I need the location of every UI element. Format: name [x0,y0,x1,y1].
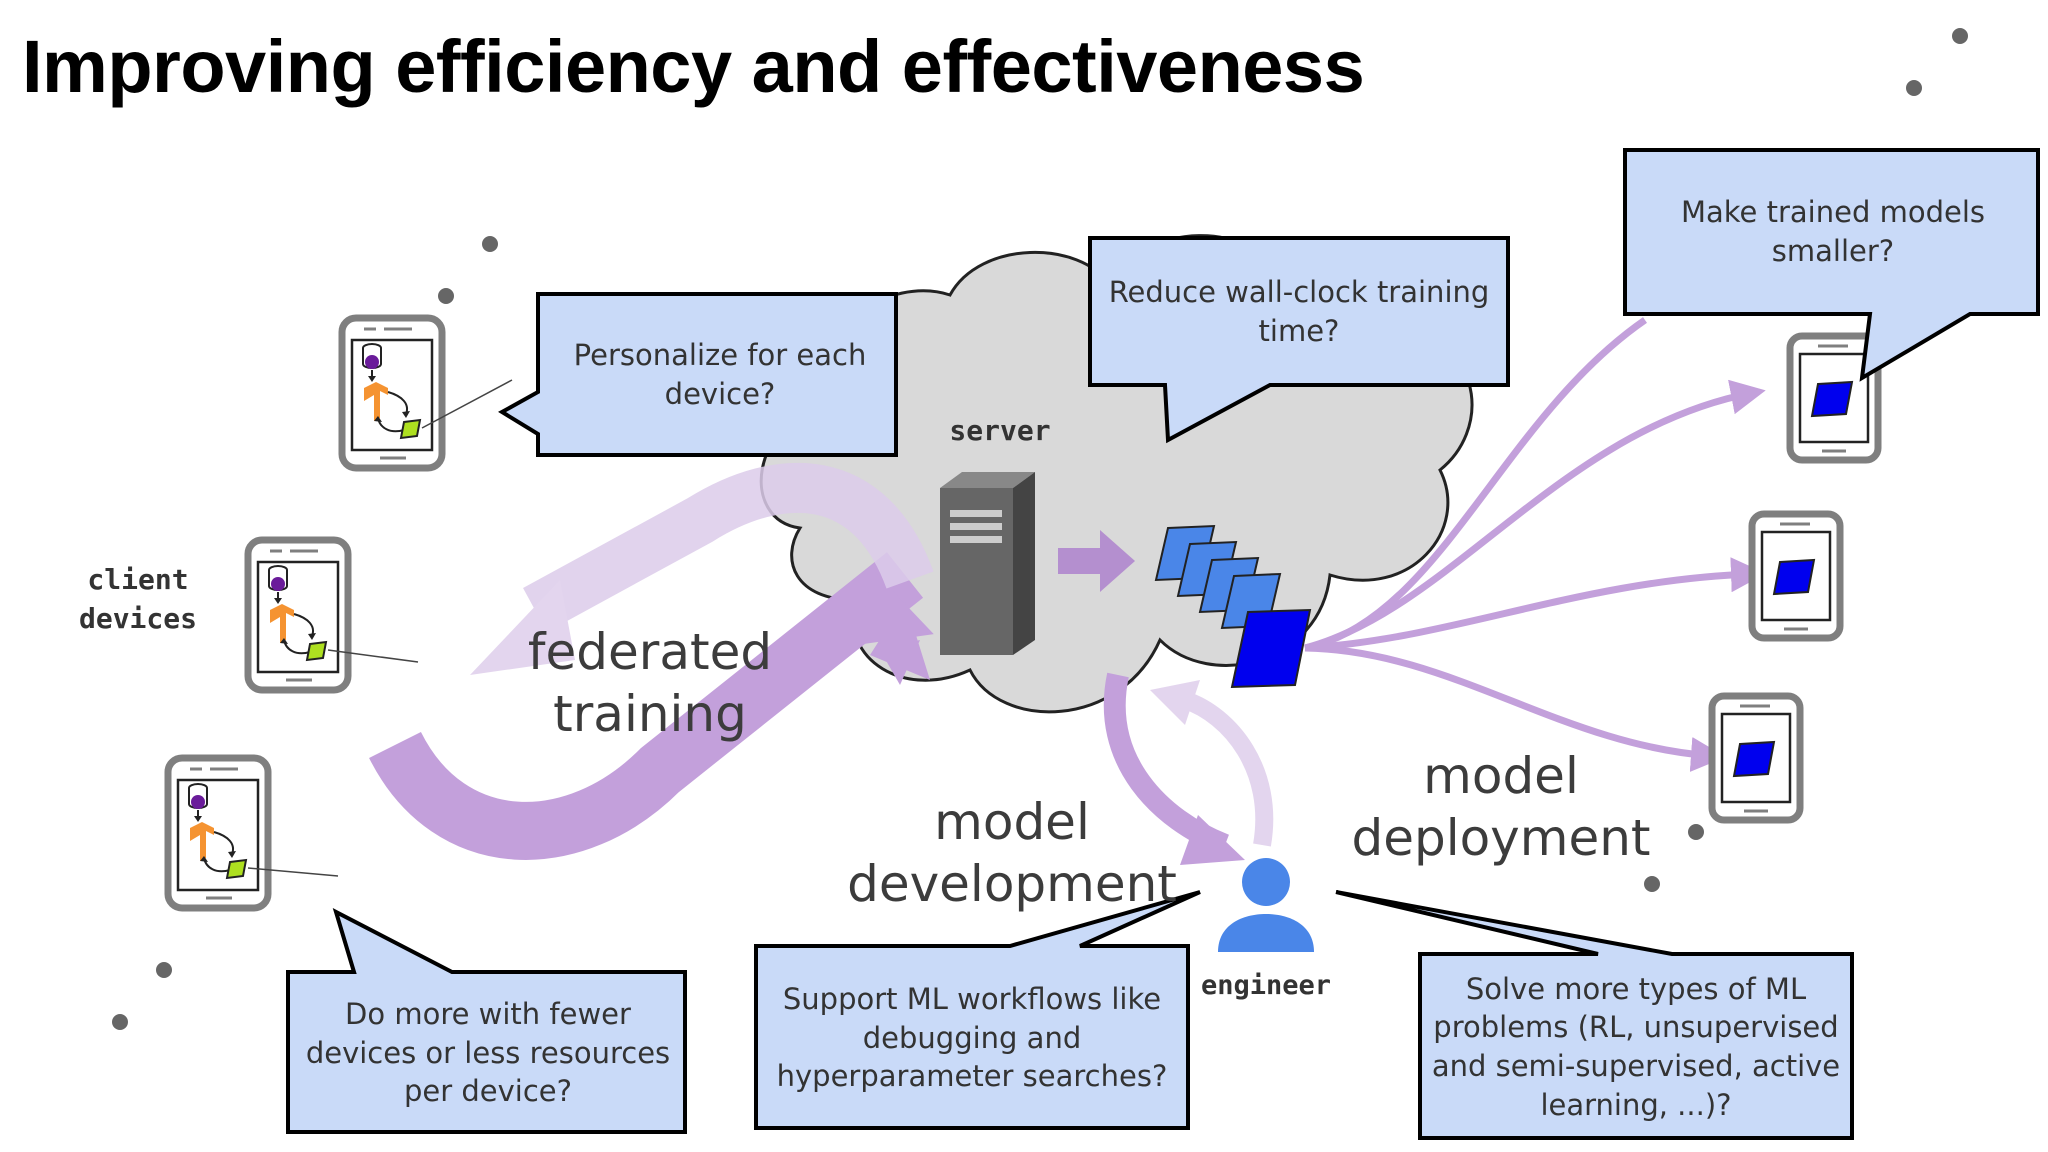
server-to-model-arrow [1058,530,1135,592]
callout-personalize: Personalize for each device? [573,338,867,411]
client-devices-label: client devices [78,563,197,636]
model-development-label: model development [847,793,1177,913]
federated-training-label: federated training [527,623,773,743]
callout-shapes [286,148,2040,1140]
client-phone-2 [248,540,419,690]
model-development-arrows [1103,672,1274,865]
callout-reduce-time: Reduce wall-clock training time? [1108,275,1490,348]
client-phone-1 [342,318,513,468]
server-icon [940,472,1035,655]
deployed-phone-2 [1752,514,1840,638]
deployment-arrows [1304,317,1766,772]
decorative-dots [112,28,1968,1030]
model-deployment-label: model deployment [1351,747,1651,867]
callout-ml-workflows: Support ML workflows like debugging and … [776,982,1168,1094]
callout-smaller-models: Make trained models smaller? [1681,195,1985,268]
model-stack-icon [1155,525,1312,689]
callout-more-problems: Solve more types of ML problems (RL, uns… [1431,971,1841,1122]
client-phone-3 [168,758,339,908]
deployed-phone-3 [1712,696,1800,820]
slide-title: Improving efficiency and effectiveness [22,25,1365,108]
server-label: server [949,414,1051,447]
engineer-icon [1218,858,1314,952]
engineer-label: engineer [1200,970,1332,1001]
federated-training-arrows [369,462,934,860]
callout-fewer-devices: Do more with fewer devices or less resou… [305,997,671,1109]
